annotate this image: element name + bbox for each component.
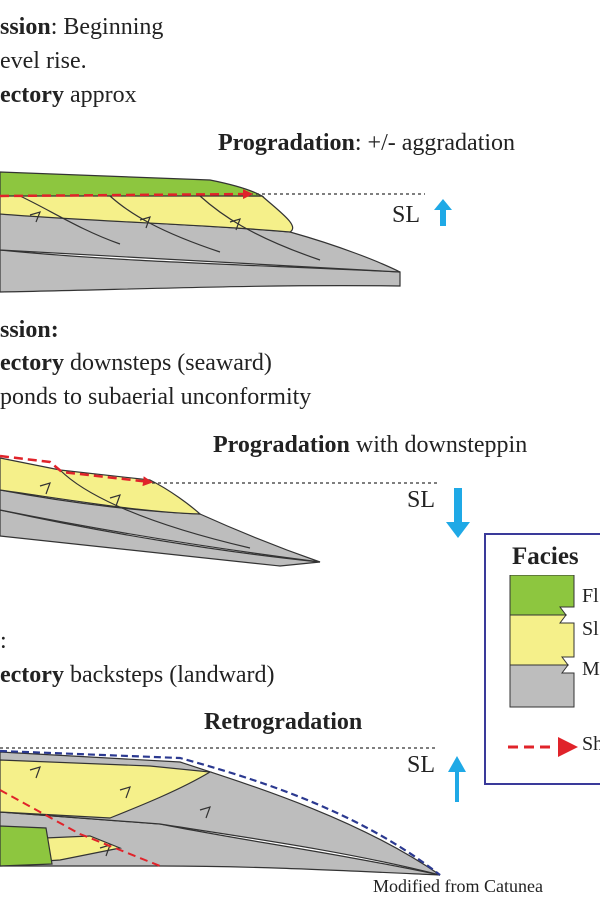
legend-title: Facies [512,543,579,570]
panel1-heading-line1: ssion: Beginning [0,14,164,40]
panel2-sl-down-arrow-icon [446,488,470,538]
panel1-caption: Progradation: +/- aggradation [218,130,516,156]
panel3-surface-line [0,749,441,876]
panel3-sl-up-arrow-icon [448,756,466,802]
panel1-sl-label: SL [392,202,421,228]
legend-trajectory-arrowhead-icon [558,737,578,757]
panel1-fluvial-top [0,171,265,197]
panel2-heading-line3: ponds to subaerial unconformity [0,384,312,410]
panel1-marine-wedge [0,249,401,293]
panel1-shoreface-wedge [0,194,294,233]
panel3-shoreface-layers [0,759,212,819]
legend-item-fluvial: Fl [582,585,599,607]
panel2-cross-section [0,454,470,567]
panel3-cross-section [0,747,466,876]
panel1-cross-section [0,171,452,293]
facies-legend: Facies Fl Sl M Sh [484,533,600,785]
legend-swatches [506,575,578,757]
panel3-heading-line2: ectory backsteps (landward) [0,662,275,688]
panel2-trajectory-arrow [0,454,153,487]
panel1-heading-line3: ectory approx [0,82,137,108]
panel1-heading-line2: evel rise. [0,48,87,74]
source-credit: Modified from Catunea [373,876,543,896]
panel3-heading-line1: : [0,628,7,654]
panel2-marine-upper [0,489,321,563]
legend-swatch-shoreface [509,614,575,666]
panel1-sl-up-arrow-icon [434,199,452,226]
legend-item-marine: M [582,658,600,680]
panel2-shoreface-wedge [0,457,202,515]
legend-swatch-fluvial [509,575,575,616]
panel3-sl-label: SL [407,752,436,778]
legend-item-shoreface: Sl [582,618,599,640]
panel3-caption: Retrogradation [204,709,363,735]
panel2-heading-line2: ectory downsteps (seaward) [0,350,272,376]
legend-item-trajectory: Sh [582,733,600,755]
panel3-trajectory-line [0,789,161,867]
legend-swatch-marine [509,664,575,708]
panel2-caption: Progradation with downsteppin [213,432,528,458]
panel2-heading-line1: ssion: [0,317,59,343]
panel2-sl-label: SL [407,487,436,513]
panel3-fluvial-block [0,825,53,867]
